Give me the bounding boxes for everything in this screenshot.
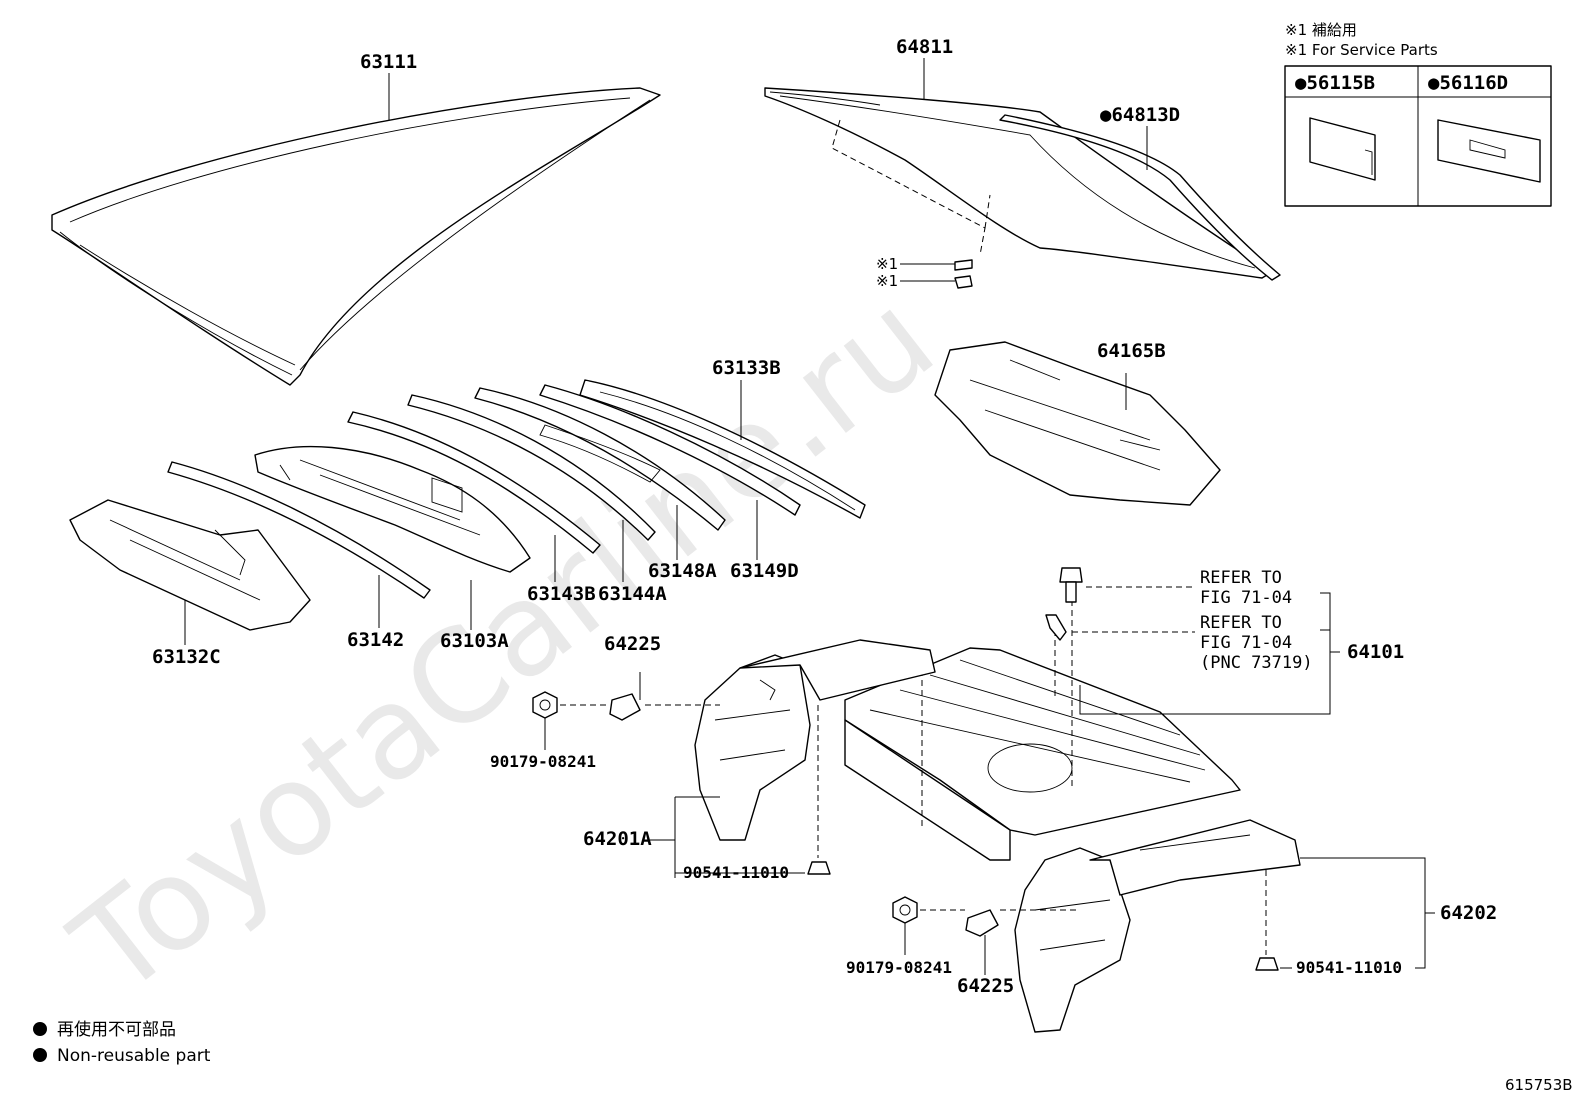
label-64813d[interactable]: ●64813D [1100, 104, 1180, 126]
label-64201a[interactable]: 64201A [583, 828, 652, 850]
label-63144a[interactable]: 63144A [598, 583, 667, 605]
service-part-56116d[interactable]: ●56116D [1428, 72, 1508, 94]
refer-to-2-line1: REFER TO [1200, 613, 1282, 633]
legend-en: Non-reusable part [57, 1046, 211, 1066]
refer-to-2-line2[interactable]: FIG 71-04 [1200, 633, 1292, 653]
nut-90179-right [892, 896, 918, 924]
label-64165b[interactable]: 64165B [1097, 340, 1166, 362]
roof-panel [51, 87, 661, 386]
rail-63142 [167, 461, 431, 599]
nut-90179-left [532, 691, 558, 719]
panel-63132c [69, 499, 311, 631]
insulator-64165b [934, 341, 1221, 506]
rail-63148a [474, 387, 726, 531]
label-63132c[interactable]: 63132C [152, 646, 221, 668]
refer-to-1-line1: REFER TO [1200, 568, 1282, 588]
label-ref1-b[interactable]: ※1 [876, 272, 898, 290]
label-64225-left[interactable]: 64225 [604, 633, 661, 655]
label-63103a[interactable]: 63103A [440, 630, 509, 652]
legend-bullet-icon [33, 1022, 47, 1036]
label-63148a[interactable]: 63148A [648, 560, 717, 582]
rail-63143b [347, 411, 601, 554]
bracket-64225-right [965, 909, 999, 937]
legend-ja: 再使用不可部品 [57, 1019, 176, 1040]
label-64225-right[interactable]: 64225 [957, 975, 1014, 997]
refer-to-1-line2[interactable]: FIG 71-04 [1200, 588, 1292, 608]
panel-63103a [254, 445, 531, 573]
label-63142[interactable]: 63142 [347, 629, 404, 651]
label-63143b[interactable]: 63143B [527, 583, 596, 605]
label-90179-right[interactable]: 90179-08241 [846, 958, 952, 977]
window-moulding [999, 114, 1281, 281]
diagram-code: 615753B [1505, 1076, 1573, 1094]
plug-90541-right [1255, 957, 1279, 971]
rear-wheelhouse-panel-right [1014, 819, 1301, 1033]
rail-63149d [539, 384, 801, 516]
label-64811[interactable]: 64811 [896, 36, 953, 58]
package-tray-64101 [844, 647, 1241, 861]
service-note-en: ※1 For Service Parts [1285, 41, 1438, 59]
label-64101[interactable]: 64101 [1347, 641, 1404, 663]
refer-to-2-line3: (PNC 73719) [1200, 653, 1313, 673]
label-ref1-a[interactable]: ※1 [876, 255, 898, 273]
label-63133b[interactable]: 63133B [712, 357, 781, 379]
label-63111[interactable]: 63111 [360, 51, 417, 73]
label-90179-left[interactable]: 90179-08241 [490, 752, 596, 771]
back-window-glass [764, 87, 1273, 279]
rear-wheelhouse-panel-left [694, 639, 936, 841]
bolt-refer-fig [1045, 567, 1083, 641]
legend: 再使用不可部品 Non-reusable part [33, 1019, 211, 1066]
legend-bullet-icon [33, 1048, 47, 1062]
label-90541-left[interactable]: 90541-11010 [683, 863, 789, 882]
rail-63133b [579, 379, 866, 519]
label-63149d[interactable]: 63149D [730, 560, 799, 582]
service-parts-note: ※1 補給用 ※1 For Service Parts ●56115B ●561… [1284, 21, 1552, 207]
rail-63144a [407, 394, 656, 541]
service-part-56115b[interactable]: ●56115B [1295, 72, 1375, 94]
service-note-ja: ※1 補給用 [1285, 21, 1357, 39]
label-64202[interactable]: 64202 [1440, 902, 1497, 924]
plug-90541-left [807, 861, 831, 875]
label-90541-right[interactable]: 90541-11010 [1296, 958, 1402, 977]
bracket-64225-left [609, 693, 641, 721]
